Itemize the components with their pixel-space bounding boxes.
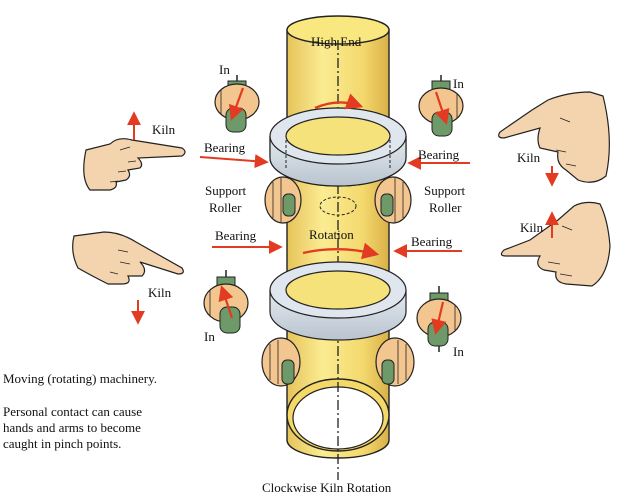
kiln-shell (286, 15, 390, 480)
label-kiln-l2: Kiln (148, 285, 172, 300)
bearing-in-arrow-tl (229, 87, 245, 121)
hand-right-lower-icon (500, 201, 611, 287)
label-kiln-l1: Kiln (152, 122, 176, 137)
label-kiln-r1: Kiln (517, 150, 541, 165)
support-roller-left-upper (264, 176, 302, 224)
label-in-bl: In (204, 329, 215, 344)
tire-upper (269, 107, 407, 187)
label-support-right-1: Support (424, 183, 466, 198)
bearing-in-arrow-tr (434, 91, 450, 125)
support-rollers-lower (261, 337, 415, 387)
rotation-arrow-lower (302, 242, 380, 260)
bearing-bottom-right (416, 286, 462, 352)
warning-line-1: Personal contact can cause (3, 404, 142, 419)
label-in-tr: In (453, 76, 464, 91)
bearing-in-arrow-br (431, 301, 447, 335)
label-kiln-r2: Kiln (520, 220, 544, 235)
label-rotation: Rotation (309, 227, 354, 242)
warning-line-3: caught in pinch points. (3, 436, 122, 451)
label-support-left-1: Support (205, 183, 247, 198)
bearing-bottom-left (203, 270, 249, 334)
label-bearing-br: Bearing (411, 234, 453, 249)
support-roller-right-upper (374, 176, 412, 224)
bearing-top-right (418, 75, 464, 137)
label-bearing-bl: Bearing (215, 228, 257, 243)
caption: Clockwise Kiln Rotation (262, 480, 392, 495)
label-bearing-tr: Bearing (418, 147, 460, 162)
rotation-arrow-upper (314, 93, 364, 110)
hand-right-upper-icon (498, 91, 610, 183)
support-rollers-upper (264, 176, 412, 224)
label-high-end: High End (311, 34, 362, 49)
support-roller-left-lower (261, 337, 301, 387)
tire-lower (269, 261, 407, 341)
warning-line-2: hands and arms to become (3, 420, 141, 435)
hand-left-upper-icon (83, 138, 186, 191)
bearing-arrow-tl (199, 154, 269, 169)
hand-left-lower-icon (72, 231, 184, 285)
label-bearing-tl: Bearing (204, 140, 246, 155)
warning-title: Moving (rotating) machinery. (3, 371, 158, 386)
bearing-top-left (214, 75, 260, 133)
bearing-in-arrow-bl (218, 285, 234, 319)
label-support-right-2: Roller (429, 200, 462, 215)
label-in-br: In (453, 344, 464, 359)
label-in-tl: In (219, 62, 230, 77)
support-roller-right-lower (375, 337, 415, 387)
label-support-left-2: Roller (209, 200, 242, 215)
